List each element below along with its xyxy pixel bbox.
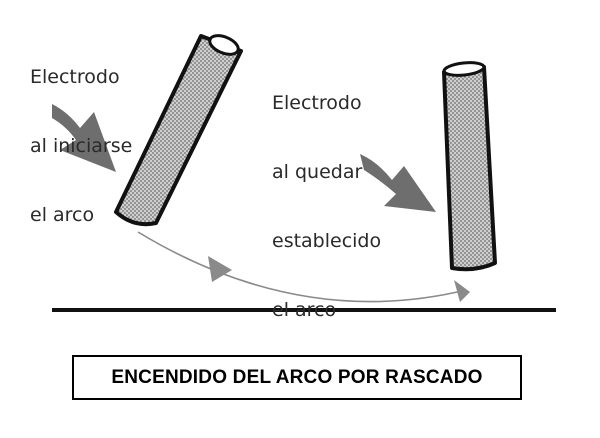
curve-arrowhead-mid-icon — [208, 256, 232, 282]
electrode-established — [442, 61, 497, 272]
curve-arrowhead-end-icon — [454, 280, 470, 302]
label-line: el arco — [30, 204, 95, 226]
label-line: al iniciarse — [30, 135, 133, 157]
caption-box: ENCENDIDO DEL ARCO POR RASCADO — [72, 355, 522, 400]
label-line: el arco — [272, 299, 337, 321]
motion-curve — [137, 231, 467, 303]
label-line: establecido — [272, 230, 382, 252]
label-electrode-established: Electrodo al quedar establecido el arco — [272, 46, 381, 368]
pointer-arrow-start-icon — [52, 104, 116, 172]
electrode-start — [114, 34, 243, 227]
label-line: Electrodo — [30, 66, 120, 88]
pointer-arrow-established-icon — [360, 154, 436, 212]
label-line: Electrodo — [272, 92, 362, 114]
label-electrode-start: Electrodo al iniciarse el arco — [30, 20, 132, 273]
label-line: al quedar — [272, 161, 363, 183]
caption-title: ENCENDIDO DEL ARCO POR RASCADO — [111, 366, 483, 388]
ground-line — [52, 308, 556, 312]
